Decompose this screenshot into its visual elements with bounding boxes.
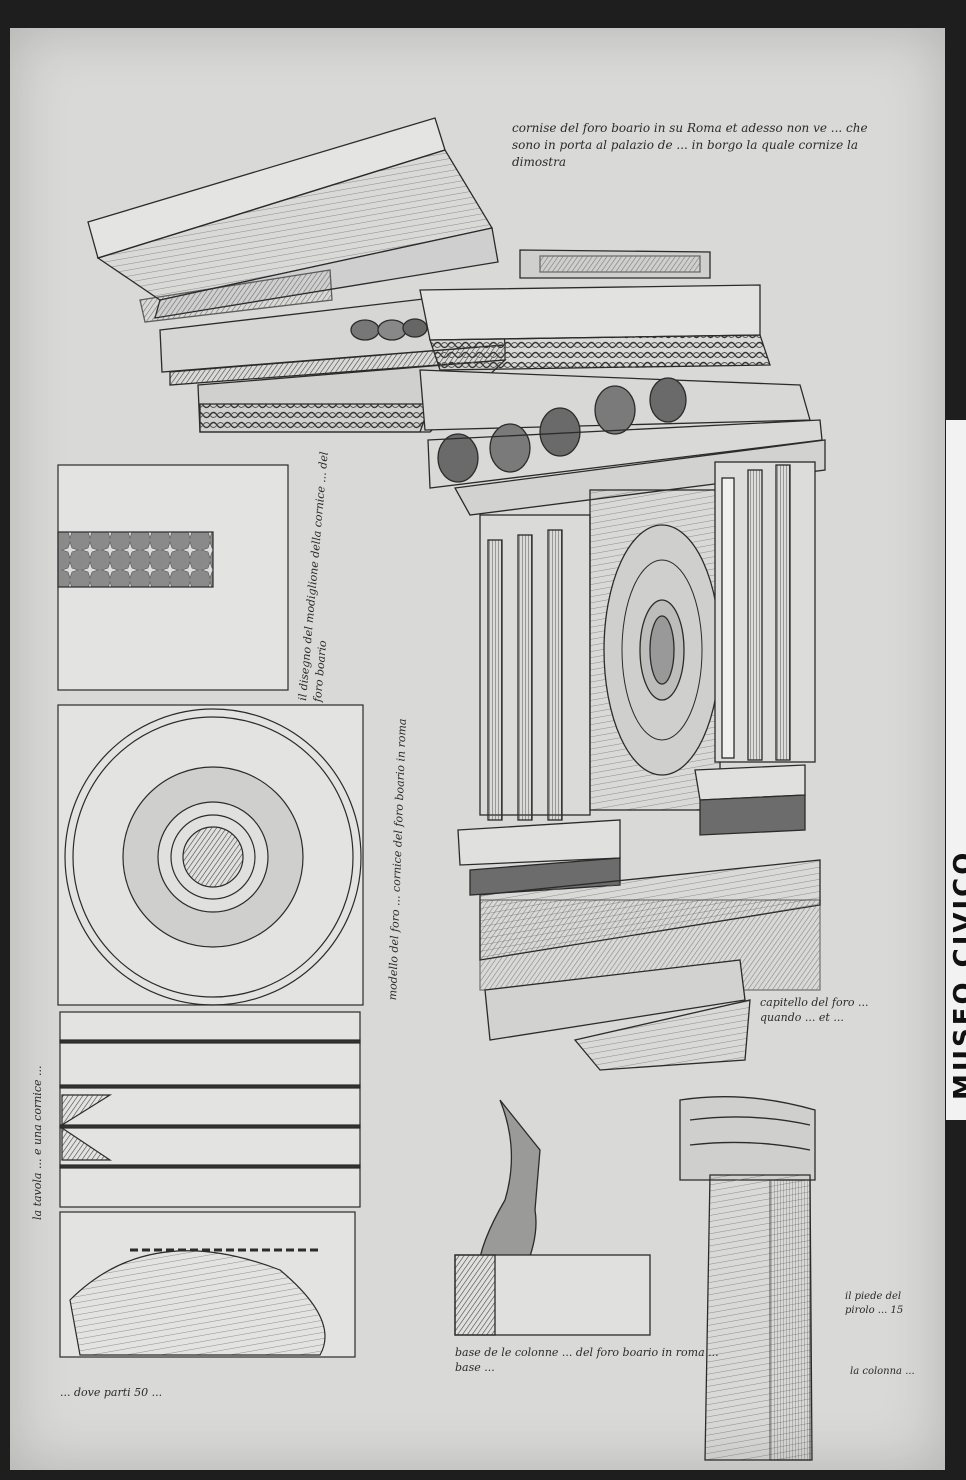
ornament-fragment: [59, 1211, 356, 1358]
rosette-panel: [57, 704, 364, 1006]
note-column: la colonna ...: [850, 1366, 915, 1377]
architrave: [457, 764, 821, 991]
note-bottom-left: ... dove parti 50 ...: [60, 1386, 163, 1399]
note-pedestal: il piede del pirolo ... 15: [845, 1291, 904, 1316]
column-capital: [484, 959, 816, 1461]
egg-and-dart-molding: [437, 377, 687, 483]
note-base: base de le colonne ... del foro boario i…: [455, 1346, 719, 1375]
base-profile: [454, 1099, 651, 1336]
note-left-margin: la tavola ... e una cornice ...: [31, 1065, 44, 1220]
soffit-panel: [57, 464, 289, 691]
molding-bands: [59, 1011, 361, 1208]
note-capital: capitello del foro ... quando ... et ...: [760, 996, 869, 1025]
main-cornice: [419, 249, 826, 516]
frieze: [479, 461, 816, 821]
museum-stamp-strip: [946, 420, 966, 1120]
note-top-right: cornise del foro boario in su Roma et ad…: [512, 121, 868, 169]
